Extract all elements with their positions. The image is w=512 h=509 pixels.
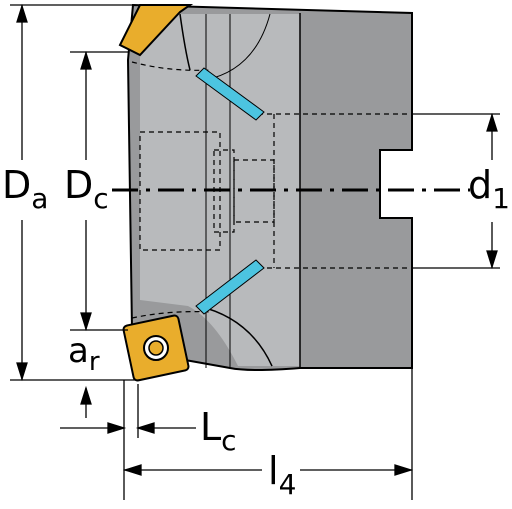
cutter-body: [126, 3, 413, 371]
label-Da: Da: [2, 163, 48, 215]
label-Dc: Dc: [64, 163, 109, 215]
label-l4: l4: [268, 449, 296, 501]
label-Lc: Lc: [200, 405, 237, 457]
coolant-channel-lower: [195, 259, 265, 315]
cutting-inserts: [118, 4, 194, 382]
insert-top: [118, 4, 194, 57]
coolant-channel-upper: [195, 67, 265, 121]
dimensions: [10, 3, 500, 500]
label-ar: ar: [68, 331, 100, 377]
label-d1: d1: [468, 163, 510, 215]
hidden-lines: [131, 61, 412, 319]
coolant-channels: [195, 67, 265, 315]
dimension-labels: Da Dc d1 ar Lc l4: [2, 163, 510, 501]
